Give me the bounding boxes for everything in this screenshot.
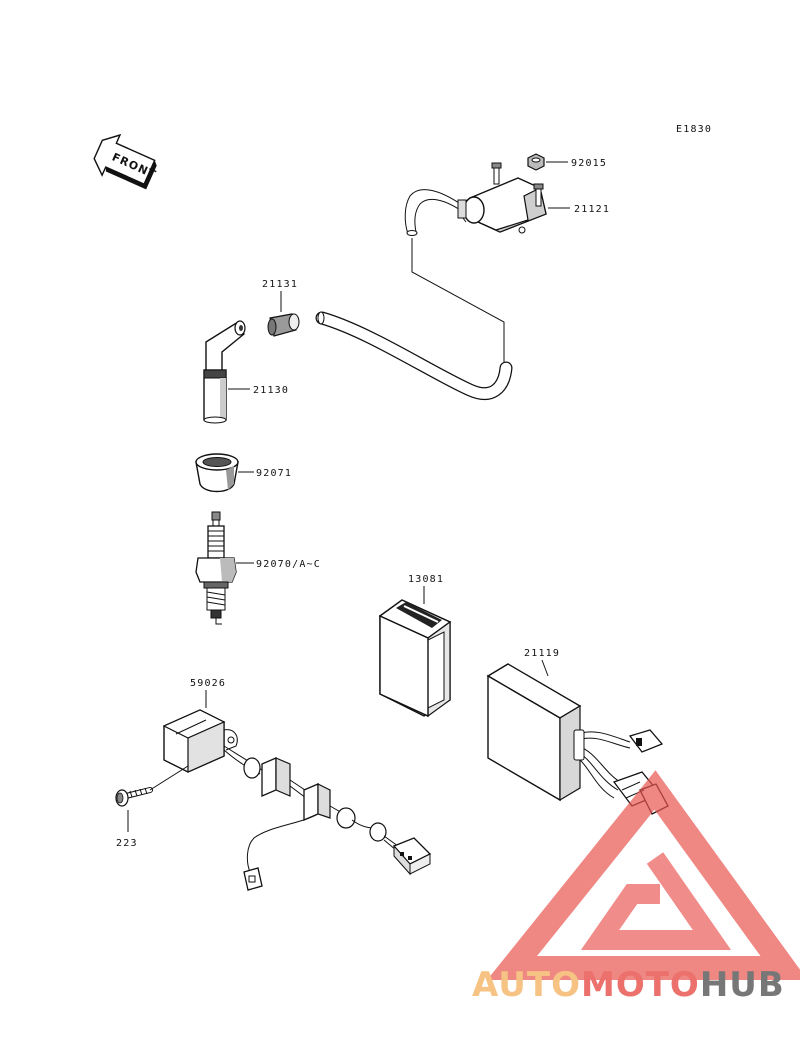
watermark-logo: AUTOMOTOHUB bbox=[472, 770, 800, 1005]
label-pickup-coil: 59026 bbox=[190, 678, 226, 689]
regulator bbox=[378, 586, 452, 718]
plug-cap bbox=[203, 320, 250, 424]
watermark-text-moto: MOTO bbox=[581, 965, 700, 1005]
label-ignition-coil: 21121 bbox=[574, 204, 610, 215]
plug-cap-seal bbox=[267, 291, 300, 337]
ht-lead bbox=[315, 311, 513, 401]
label-igniter: 21119 bbox=[524, 648, 560, 659]
label-regulator: 13081 bbox=[408, 574, 444, 585]
label-nut: 92015 bbox=[571, 158, 607, 169]
diagram-code: E1830 bbox=[676, 124, 712, 135]
label-bolt: 223 bbox=[116, 838, 138, 849]
bolt bbox=[115, 765, 189, 832]
boot bbox=[195, 453, 254, 493]
label-plug-cap: 21130 bbox=[253, 385, 289, 396]
label-spark-plug: 92070/A~C bbox=[256, 559, 321, 570]
front-arrow-icon: FRONT bbox=[93, 133, 158, 190]
nut bbox=[527, 153, 568, 171]
label-plug-cap-seal: 21131 bbox=[262, 279, 298, 290]
pickup-coil bbox=[162, 690, 432, 891]
spark-plug bbox=[195, 511, 254, 625]
ignition-coil bbox=[404, 162, 570, 236]
svg-text:AUTOMOTOHUB: AUTOMOTOHUB bbox=[472, 965, 785, 1005]
watermark-text-auto: AUTO bbox=[472, 965, 581, 1005]
label-boot: 92071 bbox=[256, 468, 292, 479]
watermark-text-hub: HUB bbox=[700, 965, 785, 1005]
watermark-triangle-icon bbox=[486, 770, 800, 980]
